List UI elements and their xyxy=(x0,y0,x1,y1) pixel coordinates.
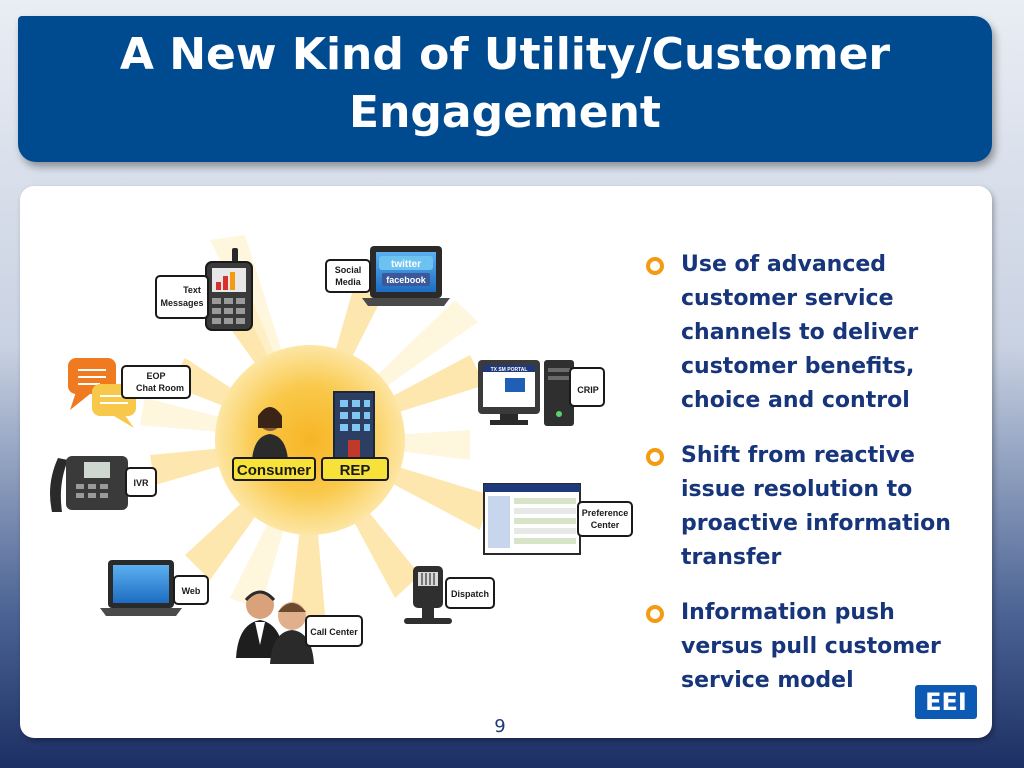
consumer-icon xyxy=(232,407,316,481)
dispatch-callout xyxy=(445,577,495,609)
web-laptop-icon xyxy=(100,560,182,616)
bullet-marker-icon xyxy=(646,257,664,275)
bullet-item: Use of advanced customer service channel… xyxy=(646,248,976,418)
bullet-list: Use of advanced customer service channel… xyxy=(646,248,976,719)
social-media-label-1: Social xyxy=(335,265,362,275)
preference-center-label-2: Center xyxy=(591,520,620,530)
crip-callout xyxy=(569,367,605,407)
ivr-desk-phone-icon xyxy=(50,456,128,512)
bullet-text: Information push versus pull customer se… xyxy=(681,600,941,693)
text-messages-label-1: Text xyxy=(183,285,201,295)
preference-center-label-1: Preference xyxy=(582,508,629,518)
eop-chat-room-callout xyxy=(121,365,191,399)
text-messages-callout xyxy=(155,275,209,319)
social-media-label-2: Media xyxy=(335,277,362,287)
social-media-laptop-icon xyxy=(362,246,450,306)
bullet-marker-icon xyxy=(646,605,664,623)
eei-logo: EEI xyxy=(915,685,977,719)
slide-title: A New Kind of Utility/Customer Engagemen… xyxy=(119,29,891,138)
mobile-phone-icon xyxy=(205,248,253,331)
title-bar: A New Kind of Utility/Customer Engagemen… xyxy=(18,16,992,162)
preference-center-callout xyxy=(577,501,633,537)
rep-label: REP xyxy=(340,462,371,479)
bullet-marker-icon xyxy=(646,448,664,466)
ivr-label: IVR xyxy=(133,478,149,488)
dispatch-device-icon xyxy=(404,566,452,624)
social-media-callout xyxy=(325,259,371,293)
call-center-agents-icon xyxy=(236,590,314,664)
twitter-label: twitter xyxy=(391,259,421,270)
eop-label-1: EOP xyxy=(146,371,165,381)
bullet-item: Information push versus pull customer se… xyxy=(646,596,976,698)
preference-center-screen-icon xyxy=(483,483,581,555)
call-center-callout xyxy=(305,615,363,647)
page-number: 9 xyxy=(494,716,506,737)
rep-building-icon xyxy=(321,391,389,481)
consumer-label: Consumer xyxy=(237,462,311,479)
call-center-label: Call Center xyxy=(310,627,358,637)
text-messages-label-2: Messages xyxy=(160,298,203,308)
sun-center xyxy=(215,345,405,535)
bullet-text: Shift from reactive issue resolution to … xyxy=(681,443,951,570)
facebook-label: facebook xyxy=(386,275,427,285)
bullet-text: Use of advanced customer service channel… xyxy=(681,252,919,413)
crip-label: CRIP xyxy=(577,385,599,395)
logo-text: EEI xyxy=(925,688,967,716)
dispatch-label: Dispatch xyxy=(451,589,489,599)
web-label: Web xyxy=(182,586,201,596)
ivr-callout xyxy=(125,467,157,497)
desktop-computer-icon xyxy=(478,360,574,426)
eop-label-2: Chat Room xyxy=(136,383,184,393)
crip-screen-label: TX SM PORTAL xyxy=(491,367,528,373)
bullet-item: Shift from reactive issue resolution to … xyxy=(646,439,976,575)
web-callout xyxy=(173,575,209,605)
